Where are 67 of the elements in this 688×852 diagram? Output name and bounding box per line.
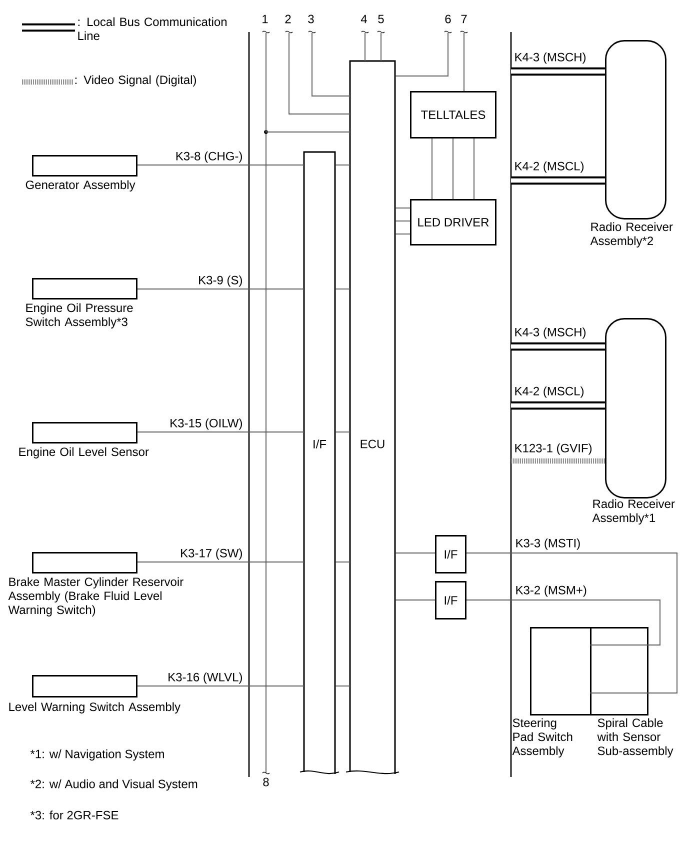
footnote: *1: w/ Navigation System (30, 749, 164, 761)
wire-label: K4-3 (MSCH) (515, 52, 586, 64)
terminal-number: 1 (262, 14, 268, 24)
wire (511, 342, 605, 351)
module-box: LED DRIVER (410, 199, 496, 246)
component-box: Engine Oil Pressure Switch Assembly*3 (26, 278, 138, 328)
component-box: Spiral Cable with Sensor Sub-assembly (590, 627, 674, 758)
node-label: Brake Master Cylinder Reservoir Assembly (Brake Fluid Level Warning Switch) (8, 577, 184, 616)
wire-label: K4-2 (MSCL) (515, 162, 584, 173)
footnote: *2: w/ Audio and Visual System (30, 779, 198, 791)
legend-text: : Video Signal (Digital) (75, 75, 196, 86)
wire (335, 164, 350, 166)
node-label: Spiral Cable with Sensor Sub-assembly (597, 718, 674, 758)
terminal-number: 4 (360, 14, 367, 24)
module-box: I/F (435, 581, 466, 620)
wire-label: K3-8 (CHG-) (176, 152, 242, 163)
node-label: Engine Oil Pressure Switch Assembly*3 (26, 303, 133, 328)
wire-label: K3-9 (S) (199, 276, 242, 287)
wire (511, 176, 605, 185)
wire-label: K3-2 (MSM+) (516, 586, 586, 597)
wire (395, 220, 410, 222)
wire-label: K3-15 (OILW) (170, 418, 242, 430)
rounded-box: Radio Receiver Assembly*2 (590, 40, 673, 248)
wire-label: K3-3 (MSTI) (516, 538, 580, 550)
wire-label: K123-1 (GVIF) (515, 444, 592, 455)
terminal-number: 2 (285, 14, 291, 24)
terminal-number: 3 (308, 14, 314, 24)
wire (511, 458, 605, 464)
wire-label: K4-3 (MSCH) (515, 328, 586, 339)
wire (452, 138, 454, 200)
wire (312, 32, 350, 96)
component-box: Generator Assembly (26, 155, 138, 192)
module-box: I/F (435, 535, 466, 574)
wire-label: K3-16 (WLVL) (168, 672, 242, 684)
unit-box: ECU (346, 60, 400, 774)
node-label: Steering Pad Switch Assembly (512, 718, 572, 758)
component-box: Steering Pad Switch Assembly (512, 627, 592, 758)
wire (511, 67, 605, 76)
wire (466, 600, 660, 646)
wire (395, 32, 448, 76)
terminal-number: 5 (378, 14, 384, 24)
wire (137, 288, 304, 290)
wire (364, 32, 366, 62)
node-label: Generator Assembly (26, 180, 136, 192)
node-label: Radio Receiver Assembly*1 (592, 499, 675, 524)
wire-label: K4-2 (MSCL) (515, 386, 584, 398)
legend-text: : Local Bus Communication Line (78, 17, 227, 40)
wire-label: K3-17 (SW) (181, 548, 242, 560)
wire (335, 288, 350, 290)
module-box: TELLTALES (410, 91, 496, 138)
wire (288, 32, 350, 114)
wire (266, 32, 350, 132)
terminal-number: 6 (445, 14, 451, 24)
wire (137, 164, 304, 166)
footnote: *3: for 2GR-FSE (30, 810, 118, 820)
rounded-box: Radio Receiver Assembly*1 (592, 318, 675, 524)
wire (395, 552, 436, 554)
node-label: Engine Oil Level Sensor (19, 447, 149, 458)
wire (511, 401, 605, 410)
wire (380, 32, 382, 62)
terminal-number: 8 (263, 778, 269, 786)
component-box: Engine Oil Level Sensor (19, 422, 149, 458)
terminal-number: 7 (461, 14, 467, 24)
node-label: Radio Receiver Assembly*2 (590, 222, 673, 248)
unit-box: I/F (300, 151, 340, 774)
node-label: Level Warning Switch Assembly (9, 702, 180, 714)
wire (466, 552, 678, 694)
